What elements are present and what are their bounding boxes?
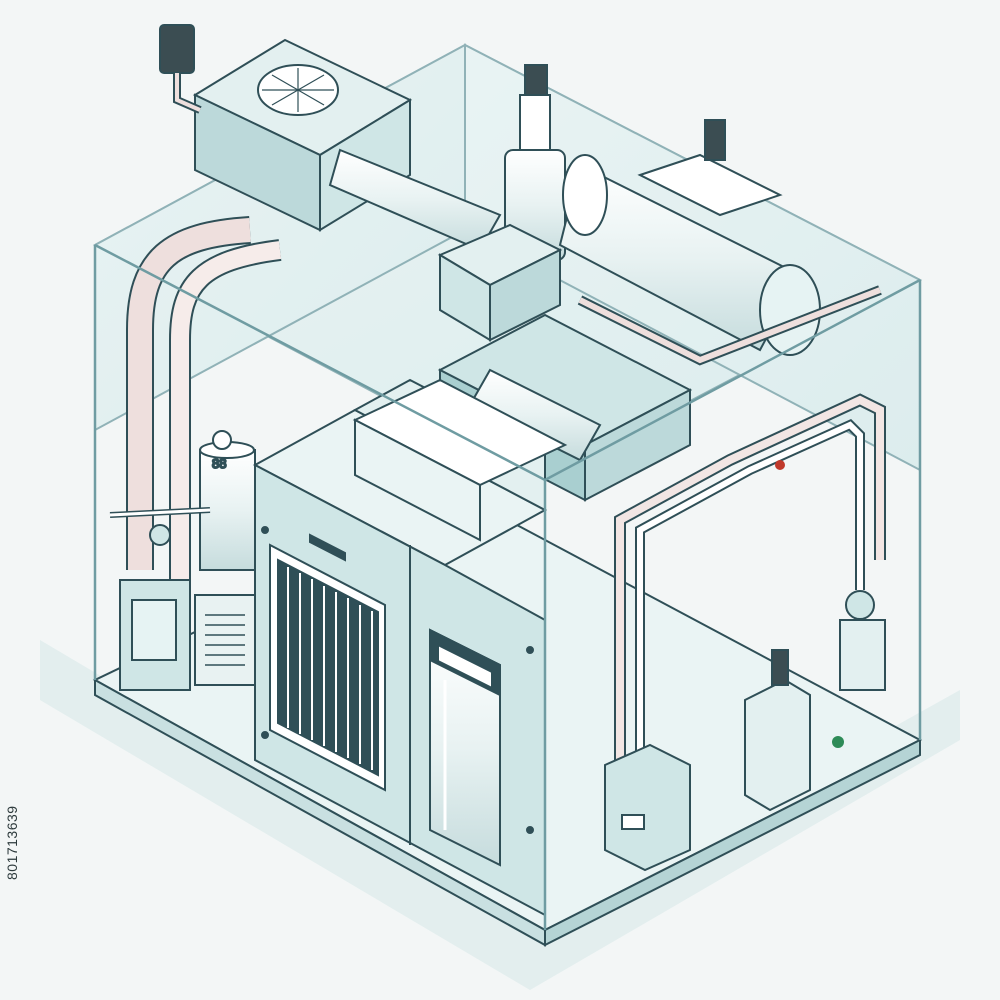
right-valve-cluster bbox=[839, 619, 886, 691]
right-control-box bbox=[604, 743, 691, 872]
front-cabinet bbox=[252, 378, 568, 917]
enclosure-front-edges bbox=[93, 243, 922, 930]
filter-canister-icon bbox=[429, 628, 501, 867]
right-junction-box bbox=[744, 678, 811, 812]
valve-icon bbox=[149, 524, 171, 546]
left-components: 88 bbox=[109, 430, 256, 691]
status-green-indicator bbox=[832, 736, 844, 748]
left-duct-pipes bbox=[126, 216, 282, 590]
left-grille-box bbox=[194, 594, 256, 686]
status-red-indicator bbox=[775, 460, 785, 470]
pressure-gauge-icon bbox=[212, 430, 232, 450]
top-components bbox=[159, 24, 882, 366]
cylinder-top-plate bbox=[637, 153, 783, 217]
gauge-label: 88 bbox=[212, 456, 226, 471]
right-side-components bbox=[604, 393, 886, 872]
exhaust-cap bbox=[159, 24, 195, 74]
louvered-vent-icon bbox=[269, 543, 386, 792]
side-stock-number: 801713639 bbox=[4, 805, 20, 880]
